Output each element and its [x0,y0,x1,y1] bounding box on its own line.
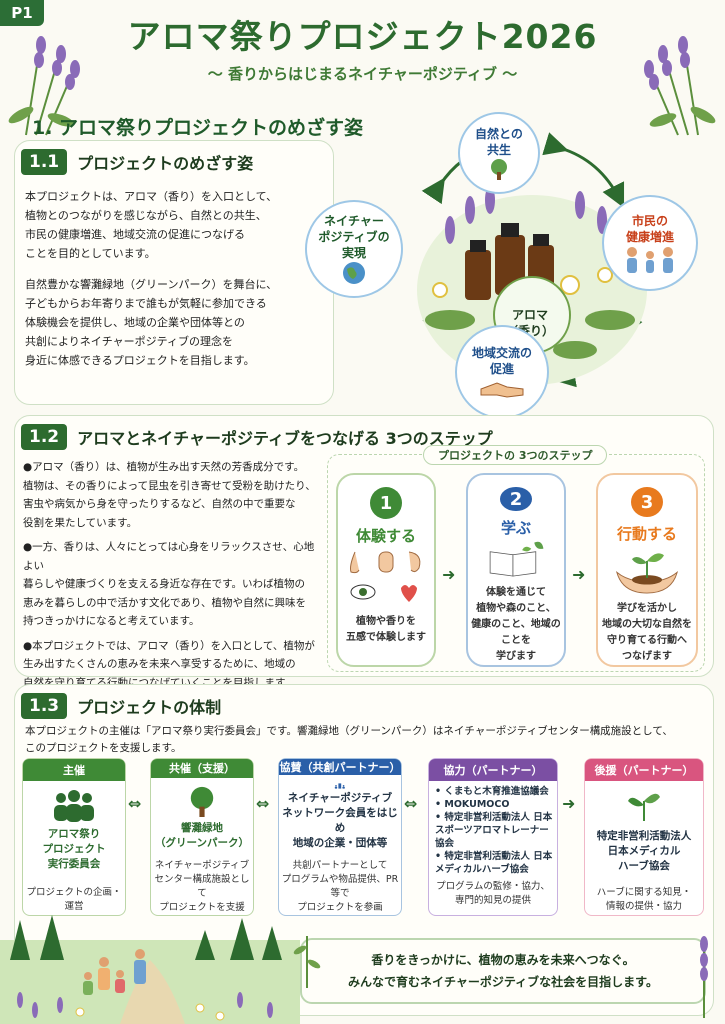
org-box-sponsor: 協賛（共創パートナー） ネイチャーポジティブネットワーク会員をはじめ地域の企業・… [278,758,402,916]
org-name: アロマ祭りプロジェクト実行委員会 [42,828,106,870]
org-description: プロジェクトの企画・運営 [26,887,122,912]
node-health: 市民の健康増進 [602,195,698,291]
org-head: 後援（パートナー） [585,759,703,781]
partner-item: • くまもと木育推進協議会 [435,786,549,797]
step-description: 植物や香りを五感で体験します [346,616,426,643]
steps-label: プロジェクトの 3つのステップ [423,445,608,465]
leaf-decoration-icon [293,936,321,988]
step-title: 学ぶ [500,519,531,538]
partner-item: • 特定非営利活動法人 日本スポーツアロマトレーナー協会 [435,812,553,849]
bullet-list: ●アロマ（香り）は、植物が生み出す天然の芳香成分です。植物は、その香りによって昆… [23,458,323,698]
step-title: 体験する [355,527,416,545]
arrow-right-icon: ➜ [562,794,576,813]
org-head: 共催（支援） [151,759,253,778]
closing-message: 香りをきっかけに、植物の恵みを未来へつなぐ。 みんなで育むネイチャーポジティブな… [300,938,706,1004]
partner-item: • MOKUMOCO [435,799,510,810]
heart-icon [401,585,417,602]
step-card-action: 3 行動する 学びを活かし地域の大切な自然を守り育てる行動へつなげます [596,473,698,667]
node-nature-positive: ネイチャーポジティブの実現 [305,200,403,298]
org-description: プログラムの監修・協力、専門的知見の提供 [436,881,550,906]
family-walking-icon [83,949,146,995]
org-box-cooperation: 協力（パートナー） • くまもと木育推進協議会 • MOKUMOCO • 特定非… [428,758,558,916]
five-senses-icon [350,551,421,602]
org-name: 響灘緑地（グリーンパーク） [155,822,249,849]
arrow-right-icon: ➜ [442,565,456,584]
org-description: ハーブに関する知見・情報の提供・協力 [596,887,692,912]
section-1-1-para1: 本プロジェクトは、アロマ（香り）を入口として、 植物とのつながりを感じながら、自… [25,190,278,260]
sprout-icon [628,793,660,821]
section-title: プロジェクトのめざす姿 [77,154,254,173]
node-nature-coexistence: 自然との共生 [458,112,540,194]
org-description: ネイチャーポジティブセンター構成施設としてプロジェクトを支援 [154,860,250,913]
book-icon [489,542,544,577]
double-arrow-icon: ⇔ [128,794,142,813]
section-title: アロマとネイチャーポジティブをつなげる 3つのステップ [77,429,493,448]
step-description: 学びを活かし地域の大切な自然を守り育てる行動へつなげます [602,603,692,662]
people-group-icon [54,790,94,822]
page-title: アロマ祭りプロジェクト2026 [127,17,598,56]
handshake-icon [480,382,524,398]
family-icon [627,247,673,273]
partner-item: • 特定非営利活動法人 日本メディカルハーブ協会 [435,851,553,875]
node-community: 地域交流の促進 [455,325,549,419]
hands-sprout-icon [615,553,679,594]
org-box-cohost: 共催（支援） 響灘緑地（グリーンパーク） ネイチャーポジティブセンター構成施設と… [150,758,254,916]
bullet-item: ●一方、香りは、人々にとっては心身をリラックスさせ、心地よい暮らしや健康づくりを… [23,541,315,627]
section-1-1-para2: 自然豊かな響灘緑地（グリーンパーク）を舞台に、 子どもからお年寄りまで誰もが気軽… [25,278,278,367]
section-number: 1.3 [21,693,68,719]
bullet-item: ●アロマ（香り）は、植物が生み出す天然の芳香成分です。植物は、その香りによって昆… [23,461,316,529]
step-description: 体験を通じて植物や森のこと、健康のこと、地域のことを学びます [471,587,561,662]
ear-icon [408,551,421,573]
tree-icon [190,786,214,817]
globe-icon [343,262,365,284]
section-1-1-card: 1.1 プロジェクトのめざす姿 本プロジェクトは、アロマ（香り）を入口として、 … [14,140,334,405]
org-description: 共創パートナーとしてプログラムや物品提供、PR等でプロジェクトを参画 [281,860,399,913]
lavender-decoration-icon [700,936,708,1018]
step-number: 2 [500,487,532,512]
org-head: 協力（パートナー） [429,759,557,781]
step-card-learn: 2 学ぶ 体験を通じて植物や森のこと、健康のこと、地域のことを学びます [466,473,566,667]
hand-icon [378,551,394,573]
org-name: ネイチャーポジティブネットワーク会員をはじめ地域の企業・団体等 [282,792,398,849]
partner-list: • くまもと木育推進協議会 • MOKUMOCO • 特定非営利活動法人 日本ス… [429,781,557,876]
org-box-support: 後援（パートナー） 特定非営利活動法人日本メディカルハーブ協会 ハーブに関する知… [584,758,704,916]
double-arrow-icon: ⇔ [404,794,418,813]
section-title: プロジェクトの体制 [77,698,222,717]
org-box-host: 主催 アロマ祭りプロジェクト実行委員会 プロジェクトの企画・運営 [22,758,126,916]
lavender-illustration-left [8,36,80,136]
arrow-right-icon: ➜ [572,565,586,584]
section-number: 1.1 [21,149,68,175]
page-subtitle: ～ 香りからはじまるネイチャーポジティブ ～ [207,65,518,83]
section-number: 1.2 [21,424,68,450]
step-number: 1 [370,487,402,519]
section-1-3-intro: 本プロジェクトの主催は「アロマ祭り実行委員会」です。響灘緑地（グリーンパーク）は… [25,725,673,754]
step-card-experience: 1 体験する 植物や香りを五感で体験します [336,473,436,667]
page-tag: P1 [0,0,44,26]
building-people-icon [334,783,345,789]
org-head: 主催 [23,759,125,781]
section1-heading: 1. アロマ祭りプロジェクトのめざす姿 [32,117,364,139]
tree-icon [491,159,507,180]
org-head: 協賛（共創パートナー） [279,759,401,775]
family-meadow-illustration [0,915,300,1024]
lavender-illustration-right [644,36,716,136]
step-number: 3 [631,487,663,518]
step-title: 行動する [616,525,677,544]
steps-panel: プロジェクトの 3つのステップ 1 体験する 植物や香りを五感で体験します ➜ … [327,445,705,672]
nose-icon [350,551,360,574]
section-1-2-card: 1.2 アロマとネイチャーポジティブをつなげる 3つのステップ ●アロマ（香り）… [14,415,714,689]
double-arrow-icon: ⇔ [256,794,270,813]
cycle-arrow [542,132,625,209]
org-name: 特定非営利活動法人日本メディカルハーブ協会 [596,830,692,872]
